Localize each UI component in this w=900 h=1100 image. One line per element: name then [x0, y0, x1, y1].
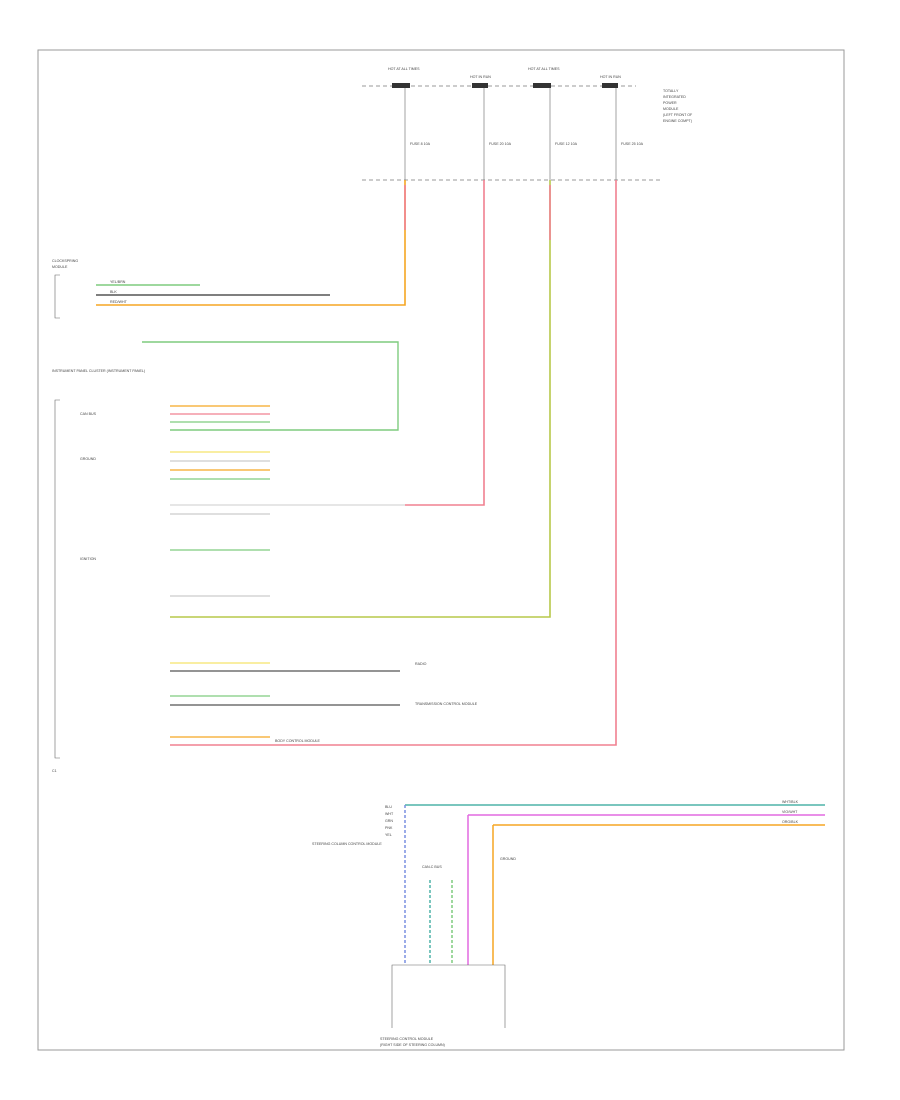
fuse-feed-4-fuse-label: FUSE 25 10A: [621, 142, 644, 146]
fuse-feed-2-top-label: HOT IN RUN: [470, 75, 491, 79]
cluster-module: INSTRUMENT PANEL CLUSTER (INSTRUMENT PAN…: [52, 369, 145, 773]
cluster-connector-id: C1: [52, 769, 57, 773]
steering-module-wire-3-label: RED/WHT: [110, 300, 128, 304]
bottom-right-wire-3: ORG/BLK: [782, 820, 799, 824]
steering-module-wire-1-label: YEL/BRN: [110, 280, 126, 284]
feed-wire-yellow-green: [170, 180, 551, 618]
bottom-right-wire-2: VIO/WHT: [782, 810, 798, 814]
fuse-feed-1-connector: [392, 83, 410, 88]
connector-group-1: CAN BUS: [80, 412, 97, 416]
fuse-feed-3-connector: [533, 83, 551, 88]
feed-wire-red-white: [96, 180, 406, 306]
fuse-block-name-line-3: POWER: [663, 101, 677, 105]
steering-module-label-1: CLOCKSPRING: [52, 259, 78, 263]
fuse-block-name: TOTALLY INTEGRATED POWER MODULE (LEFT FR…: [663, 89, 693, 123]
bottom-wire-label-5: YEL: [385, 833, 392, 837]
fuse-feed-2: HOT IN RUN FUSE 20 10A: [470, 75, 512, 180]
cluster-destination-2: TRANSMISSION CONTROL MODULE: [415, 702, 478, 706]
fuse-block-name-line-4: MODULE: [663, 107, 679, 111]
bottom-wire-label-1: BLU: [385, 805, 392, 809]
bottom-side-label-3: GROUND: [500, 857, 516, 861]
bottom-wire-label-4: PNK: [385, 826, 393, 830]
cluster-destination-1: RADIO: [415, 662, 427, 666]
cluster-destination-3: BODY CONTROL MODULE: [275, 739, 321, 743]
steering-module-bracket: [54, 274, 60, 319]
fuse-feed-1-fuse-label: FUSE 8 10A: [410, 142, 431, 146]
feed-wire-green-loop: [142, 341, 399, 431]
feed-wire-pink-2: [170, 180, 617, 746]
steering-module-wire-2-label: BLK: [110, 290, 117, 294]
cluster-wires: [170, 405, 400, 738]
cluster-name: INSTRUMENT PANEL CLUSTER (INSTRUMENT PAN…: [52, 369, 145, 373]
steering-module: CLOCKSPRING MODULE YEL/BRN BLK RED/WHT: [52, 259, 330, 319]
fuse-block-name-line-5: (LEFT FRONT OF: [663, 113, 693, 117]
fuse-feed-2-fuse-label: FUSE 20 10A: [489, 142, 512, 146]
bottom-wire-label-2: WHT: [385, 812, 394, 816]
bottom-module: BLU WHT GRN PNK YEL STEERING COLUMN CONT…: [312, 800, 825, 1047]
connector-group-2: GROUND: [80, 457, 96, 461]
steering-module-label-2: MODULE: [52, 265, 68, 269]
cluster-destinations: RADIO TRANSMISSION CONTROL MODULE BODY C…: [275, 662, 478, 743]
bottom-module-name-2: (RIGHT SIDE OF STEERING COLUMN): [380, 1043, 445, 1047]
fuse-feed-4-connector: [602, 83, 618, 88]
fuse-block-name-line-6: ENGINE COMPT): [663, 119, 692, 123]
fuse-block-name-line-1: TOTALLY: [663, 89, 679, 93]
fuse-feed-1: HOT AT ALL TIMES FUSE 8 10A: [388, 67, 431, 180]
fuse-feed-4-top-label: HOT IN RUN: [600, 75, 621, 79]
bottom-right-wire-1: WHT/BLK: [782, 800, 799, 804]
connector-groups: CAN BUS GROUND IGNITION: [80, 412, 97, 561]
fuse-feed-3: HOT AT ALL TIMES FUSE 12 10A: [528, 67, 578, 180]
bottom-module-box: [391, 964, 506, 1028]
connector-group-3: IGNITION: [80, 557, 96, 561]
fuse-feed-2-connector: [472, 83, 488, 88]
fuse-feed-3-top-label: HOT AT ALL TIMES: [528, 67, 560, 71]
diagram-frame: [37, 49, 845, 1051]
fuse-feed-1-top-label: HOT AT ALL TIMES: [388, 67, 420, 71]
cluster-bracket: [54, 399, 60, 759]
fuse-block: HOT AT ALL TIMES FUSE 8 10A HOT IN RUN F…: [362, 67, 693, 181]
bottom-wire-label-3: GRN: [385, 819, 393, 823]
feed-wires: [96, 180, 617, 746]
fuse-block-name-line-2: INTEGRATED: [663, 95, 686, 99]
fuse-feed-3-fuse-label: FUSE 12 10A: [555, 142, 578, 146]
bottom-module-name-1: STEERING CONTROL MODULE: [380, 1037, 434, 1041]
feed-wire-pink-1: [405, 180, 485, 506]
fuse-feed-4: HOT IN RUN FUSE 25 10A: [600, 75, 644, 180]
bottom-side-label-2: CAN-C BUS: [422, 865, 442, 869]
bottom-side-label-1: STEERING COLUMN CONTROL MODULE: [312, 842, 382, 846]
